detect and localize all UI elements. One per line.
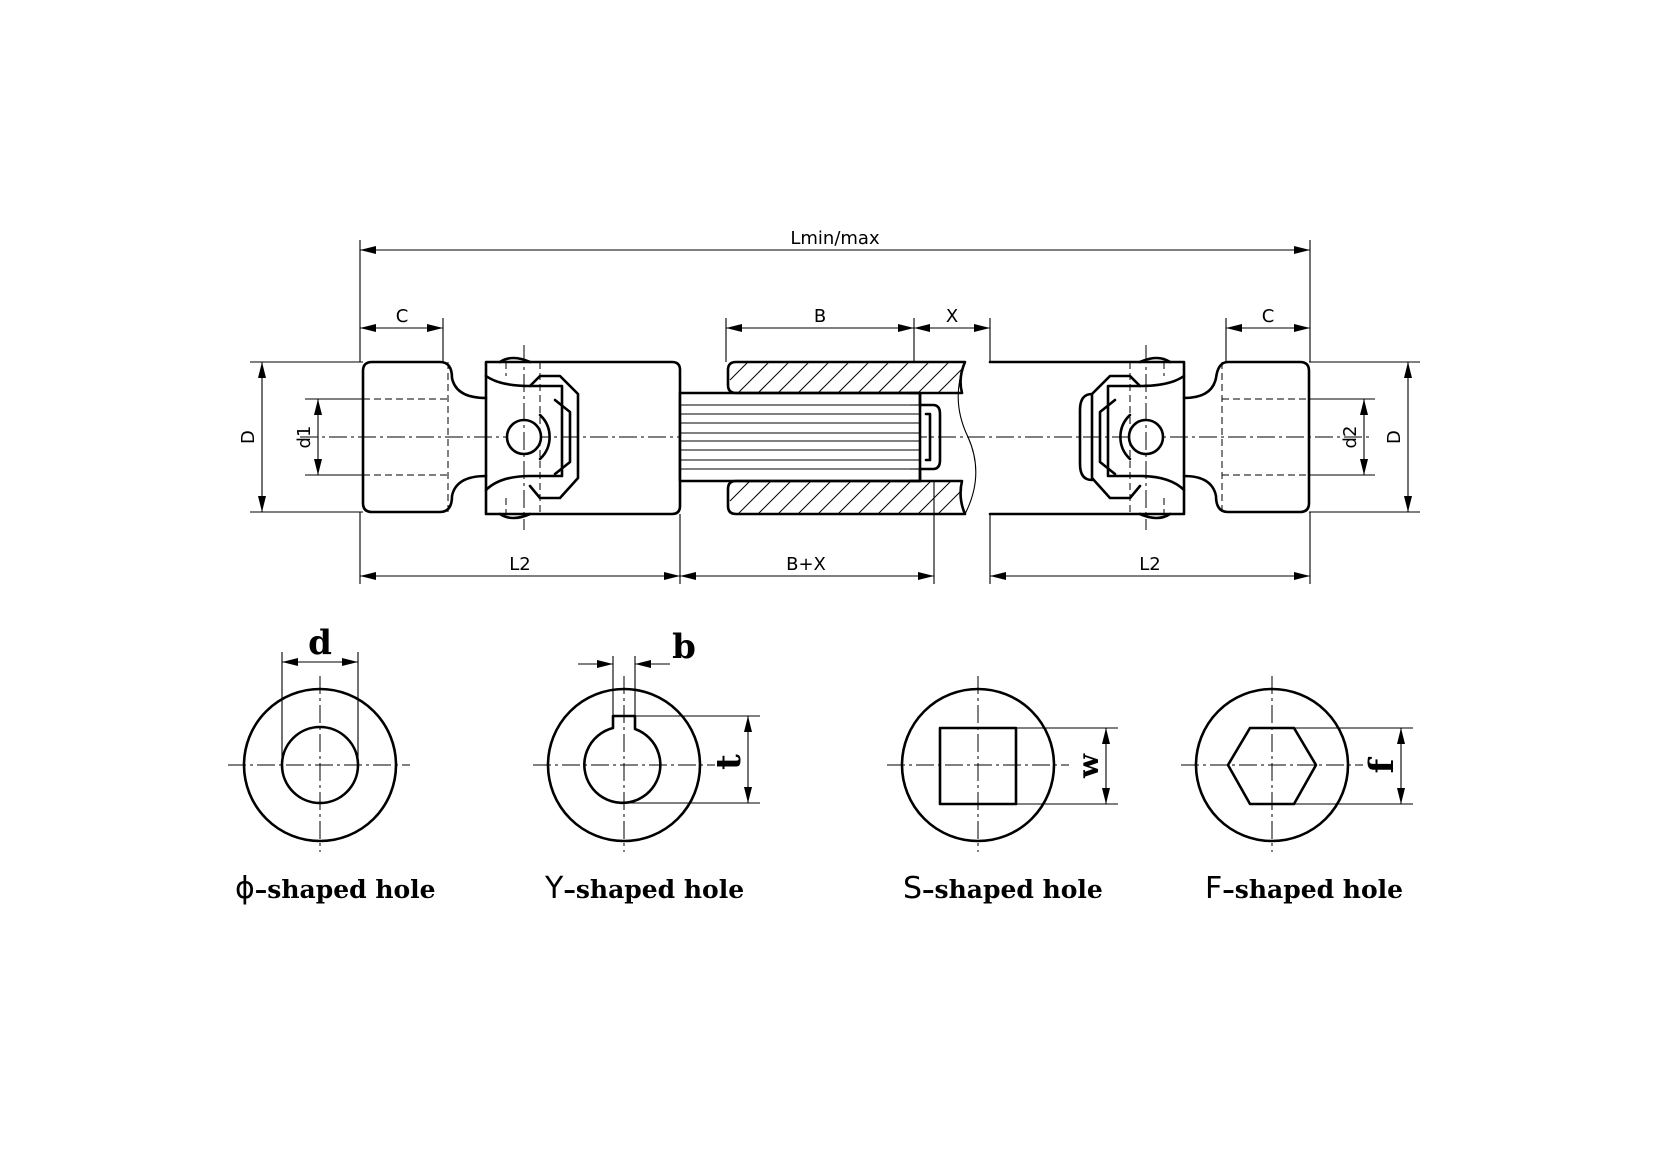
hole-hex: f F–shaped hole [1181, 676, 1413, 906]
hole-round: d ϕ–shaped hole [228, 623, 436, 906]
dim-c-left: C [396, 306, 409, 327]
dim-bx: B+X [786, 554, 826, 575]
dim-d2: d2 [1340, 426, 1361, 449]
hole-square: w S–shaped hole [887, 676, 1118, 906]
hole-hex-caption: F–shaped hole [1205, 871, 1403, 906]
dim-x: X [946, 306, 958, 327]
spline-shaft [678, 391, 922, 483]
dim-b: B [814, 306, 826, 327]
hole-round-caption: ϕ–shaped hole [235, 871, 436, 906]
hole-keyed: b t Y–shaped hole [533, 627, 760, 906]
hole-keyed-caption: Y–shaped hole [544, 871, 744, 906]
shaft-assembly: Lmin/max C B X C D d1 [238, 228, 1420, 584]
dim-l2-right: L2 [1139, 554, 1160, 575]
dim-d-left: D [238, 430, 259, 444]
right-yoke [988, 345, 1311, 530]
dim-f-hole: f [1362, 756, 1402, 773]
dim-t-hole: t [709, 754, 749, 770]
dim-c-right: C [1262, 306, 1275, 327]
dim-d-right: D [1384, 430, 1405, 444]
left-yoke [361, 345, 682, 530]
dim-b-hole: b [672, 627, 696, 667]
dim-overall-length: Lmin/max [790, 228, 880, 249]
telescopic-tube [726, 360, 977, 516]
dim-d-hole: d [308, 623, 332, 663]
dimensions: Lmin/max C B X C D d1 [238, 228, 1420, 584]
dim-l2-left: L2 [509, 554, 530, 575]
hole-types: d ϕ–shaped hole b t Y–shaped hole [228, 623, 1413, 906]
hole-square-caption: S–shaped hole [903, 871, 1103, 906]
dim-d1: d1 [294, 426, 315, 449]
dim-w-hole: w [1072, 753, 1105, 779]
